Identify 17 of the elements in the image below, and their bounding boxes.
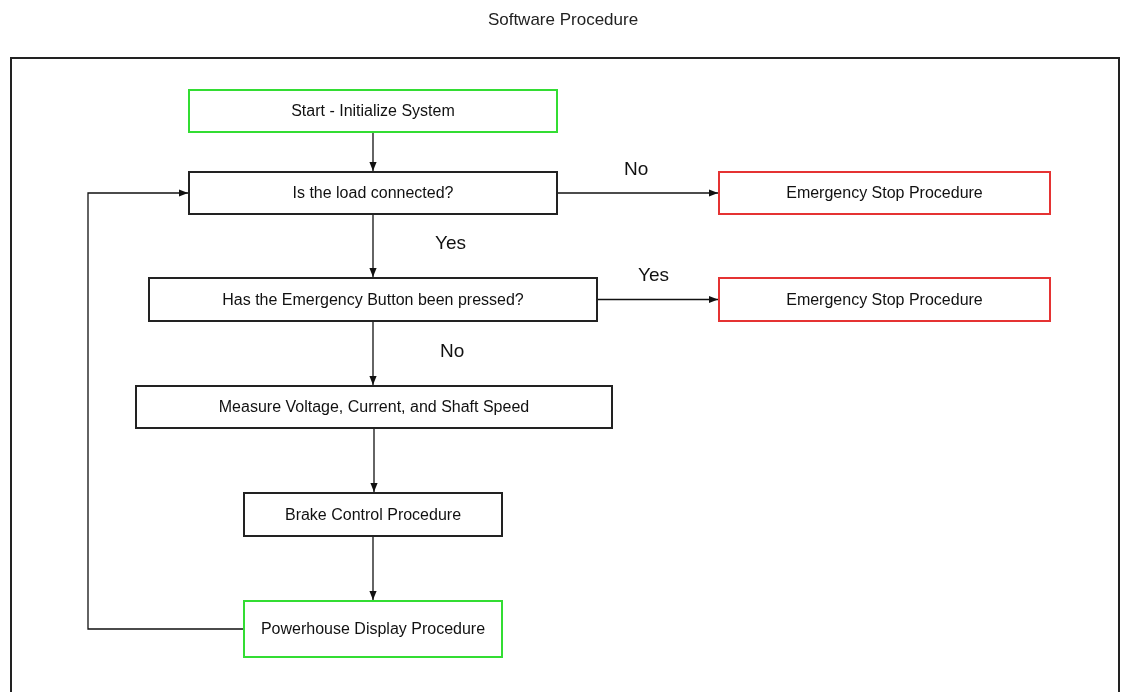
process-box: Is the load connected? bbox=[188, 171, 558, 215]
process-box: Emergency Stop Procedure bbox=[718, 171, 1051, 215]
arrow bbox=[597, 295, 719, 304]
process-box: Start - Initialize System bbox=[188, 89, 558, 133]
process-box: Brake Control Procedure bbox=[243, 492, 503, 537]
process-box: Has the Emergency Button been pressed? bbox=[148, 277, 598, 322]
arrow bbox=[369, 214, 377, 278]
arrow bbox=[369, 536, 377, 601]
diagram-title: Software Procedure bbox=[486, 10, 640, 30]
process-box: Measure Voltage, Current, and Shaft Speed bbox=[135, 385, 613, 429]
arrow bbox=[87, 189, 244, 630]
arrow bbox=[557, 189, 719, 197]
process-box: Powerhouse Display Procedure bbox=[243, 600, 503, 658]
arrow bbox=[370, 428, 378, 493]
arrow bbox=[369, 321, 377, 386]
arrow bbox=[369, 132, 377, 172]
process-box: Emergency Stop Procedure bbox=[718, 277, 1051, 322]
